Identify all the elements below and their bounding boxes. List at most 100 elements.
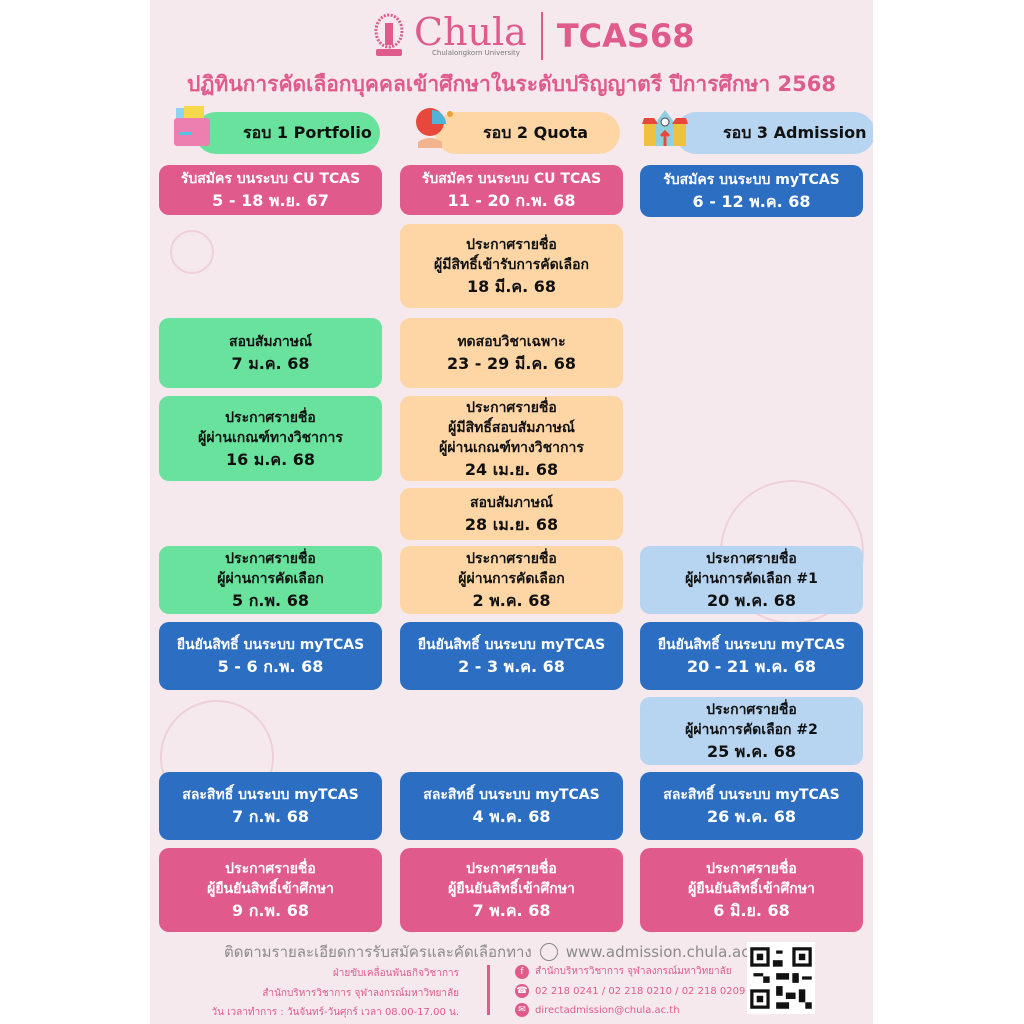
schedule-item-label: ผู้ยืนยันสิทธิ์เข้าศึกษา [688,881,815,897]
facebook-page: สำนักบริหารวิชาการ จุฬาลงกรณ์มหาวิทยาลัย [535,966,732,977]
schedule-item: ประกาศรายชื่อผู้ผ่านเกณฑ์ทางวิชาการ 16 ม.… [159,396,382,481]
schedule-item-label: ประกาศรายชื่อ [466,861,557,877]
round-2-header: รอบ 2 Quota [435,112,620,154]
phone-icon: ☎ [515,984,529,998]
schedule-item: สละสิทธิ์ บนระบบ myTCAS 7 ก.พ. 68 [159,772,382,840]
schedule-item: ประกาศรายชื่อผู้ผ่านการคัดเลือก #1 20 พ.ค… [640,546,863,614]
schedule-item-label: ผู้มีสิทธิ์เข้ารับการคัดเลือก [434,257,589,273]
phone-numbers: 02 218 0241 / 02 218 0210 / 02 218 0209 [535,985,746,997]
schedule-item-label: ยืนยันสิทธิ์ บนระบบ myTCAS [417,637,606,653]
schedule-item-date: 5 ก.พ. 68 [232,591,309,610]
footer-follow: ติดตามรายละเอียดการรับสมัครและคัดเลือกทา… [224,940,770,964]
schedule-item-label: ยืนยันสิทธิ์ บนระบบ myTCAS [176,637,365,653]
schedule-item-label: สอบสัมภาษณ์ [229,334,312,350]
schedule-item-label: ผู้ยืนยันสิทธิ์เข้าศึกษา [207,881,334,897]
schedule-item-date: 23 - 29 มี.ค. 68 [446,354,577,373]
schedule-item-date: 11 - 20 ก.พ. 68 [447,191,576,210]
footer-facebook[interactable]: f สำนักบริหารวิชาการ จุฬาลงกรณ์มหาวิทยาล… [515,964,732,979]
schedule-item-label: รับสมัคร บนระบบ CU TCAS [180,171,361,187]
schedule-item: สอบสัมภาษณ์ 28 เม.ย. 68 [400,488,623,540]
footer-divider [487,965,490,1015]
schedule-item-label: ผู้ผ่านเกณฑ์ทางวิชาการ [439,439,584,456]
schedule-item-label: ผู้ผ่านการคัดเลือก #1 [685,571,818,587]
qr-code[interactable] [747,942,815,1014]
email-address: directadmission@chula.ac.th [535,1004,680,1016]
follow-text: ติดตามรายละเอียดการรับสมัครและคัดเลือกทา… [224,943,532,961]
round-label: รอบ 1 Portfolio [243,122,372,142]
schedule-item-date: 6 มิ.ย. 68 [713,901,790,920]
schedule-item: รับสมัคร บนระบบ CU TCAS 11 - 20 ก.พ. 68 [400,165,623,215]
schedule-item-date: 2 - 3 พ.ค. 68 [458,657,565,676]
schedule-item-label: ทดสอบวิชาเฉพาะ [457,334,566,350]
schedule-item-label: ประกาศรายชื่อ [706,551,797,567]
poster: Chula Chulalongkorn University TCAS68 ปฏ… [150,0,873,1024]
mail-icon: ✉ [515,1003,529,1017]
logo-name: Chula [414,10,527,54]
schedule-item-label: สละสิทธิ์ บนระบบ myTCAS [423,787,600,803]
schedule-item-label: ประกาศรายชื่อ [225,409,316,426]
logo-subtitle: Chulalongkorn University [432,49,520,57]
schedule-item: สละสิทธิ์ บนระบบ myTCAS 4 พ.ค. 68 [400,772,623,840]
globe-icon [539,943,558,961]
round-1-header: รอบ 1 Portfolio [195,112,380,154]
portfolio-folder-icon [174,106,210,146]
website-link[interactable]: www.admission.chula.ac.th [565,943,770,961]
quota-pie-chart-icon [416,108,453,148]
schedule-item-date: 7 ก.พ. 68 [232,807,309,826]
chula-tcas-logo: Chula Chulalongkorn University TCAS68 [372,12,695,60]
schedule-item: ประกาศรายชื่อผู้มีสิทธิ์สอบสัมภาษณ์ผู้ผ่… [400,396,623,481]
schedule-item-date: 20 พ.ค. 68 [706,591,797,610]
logo-divider [540,12,543,60]
schedule-item-label: รับสมัคร บนระบบ CU TCAS [421,171,602,187]
footer-office: สำนักบริหารวิชาการ จุฬาลงกรณ์มหาวิทยาลัย [262,988,459,999]
schedule-item-date: 2 พ.ค. 68 [472,591,551,610]
schedule-item-date: 28 เม.ย. 68 [464,515,559,534]
schedule-item: ประกาศรายชื่อผู้ผ่านการคัดเลือก 2 พ.ค. 68 [400,546,623,614]
page-title: ปฏิทินการคัดเลือกบุคคลเข้าศึกษาในระดับปร… [187,72,836,96]
schedule-item: ประกาศรายชื่อผู้ยืนยันสิทธิ์เข้าศึกษา 6 ม… [640,848,863,932]
schedule-item-date: 18 มี.ค. 68 [466,277,557,296]
footer-hours: วัน เวลาทำการ : วันจันทร์-วันศุกร์ เวลา … [211,1007,459,1018]
schedule-item-label: ยืนยันสิทธิ์ บนระบบ myTCAS [657,637,846,653]
schedule-item: ประกาศรายชื่อผู้ยืนยันสิทธิ์เข้าศึกษา 9 ก… [159,848,382,932]
schedule-item-label: ประกาศรายชื่อ [706,702,797,718]
schedule-item: ประกาศรายชื่อผู้ยืนยันสิทธิ์เข้าศึกษา 7 พ… [400,848,623,932]
schedule-item-label: ประกาศรายชื่อ [466,551,557,567]
program-name: TCAS68 [556,17,695,55]
schedule-item: สอบสัมภาษณ์ 7 ม.ค. 68 [159,318,382,388]
schedule-item: ยืนยันสิทธิ์ บนระบบ myTCAS 2 - 3 พ.ค. 68 [400,622,623,690]
schedule-item-date: 5 - 6 ก.พ. 68 [217,657,324,676]
schedule-item-label: ผู้ผ่านการคัดเลือก [217,571,324,587]
schedule-item-label: ประกาศรายชื่อ [466,237,557,253]
schedule-item-label: สละสิทธิ์ บนระบบ myTCAS [182,787,359,803]
decorative-circle [170,230,214,274]
schedule-item-label: ผู้ยืนยันสิทธิ์เข้าศึกษา [448,881,575,897]
schedule-item-label: สละสิทธิ์ บนระบบ myTCAS [663,787,840,803]
schedule-item-label: ประกาศรายชื่อ [466,399,557,416]
schedule-item-date: 9 ก.พ. 68 [232,901,309,920]
schedule-item: ยืนยันสิทธิ์ บนระบบ myTCAS 5 - 6 ก.พ. 68 [159,622,382,690]
schedule-item: ประกาศรายชื่อผู้มีสิทธิ์เข้ารับการคัดเลื… [400,224,623,308]
schedule-item: ยืนยันสิทธิ์ บนระบบ myTCAS 20 - 21 พ.ค. 6… [640,622,863,690]
footer-phone: ☎ 02 218 0241 / 02 218 0210 / 02 218 020… [515,984,745,998]
schedule-item-date: 4 พ.ค. 68 [472,807,551,826]
footer-dept: ฝ่ายขับเคลื่อนพันธกิจวิชาการ [332,968,459,979]
schedule-item-label: ผู้ผ่านเกณฑ์ทางวิชาการ [198,429,343,446]
schedule-item-date: 16 ม.ค. 68 [225,449,316,469]
schedule-item-date: 7 พ.ค. 68 [472,901,551,920]
schedule-item-label: ประกาศรายชื่อ [706,861,797,877]
schedule-item-label: ผู้ผ่านการคัดเลือก [458,571,565,587]
footer-email[interactable]: ✉ directadmission@chula.ac.th [515,1003,680,1017]
schedule-item-date: 7 ม.ค. 68 [231,354,310,373]
schedule-item-label: ประกาศรายชื่อ [225,861,316,877]
schedule-item-label: รับสมัคร บนระบบ myTCAS [663,172,840,188]
schedule-item-date: 20 - 21 พ.ค. 68 [686,657,817,676]
chula-seal-icon [374,13,404,56]
school-building-icon [642,110,688,146]
schedule-item-label: ผู้ผ่านการคัดเลือก #2 [685,722,818,738]
schedule-item-label: สอบสัมภาษณ์ [470,495,553,511]
